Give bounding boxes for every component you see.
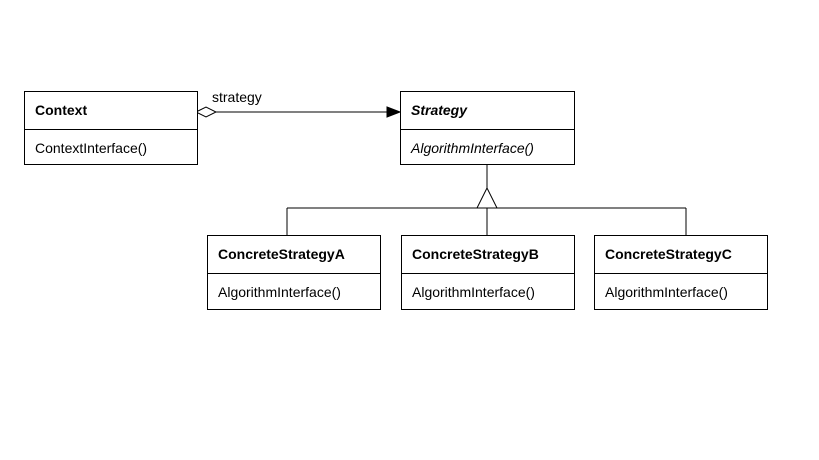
class-concrete-strategy-b-name: ConcreteStrategyB <box>402 236 574 274</box>
class-context-operation: ContextInterface() <box>35 140 148 156</box>
association-arrowhead <box>386 106 402 118</box>
class-concrete-strategy-c-name: ConcreteStrategyC <box>595 236 767 274</box>
class-concrete-strategy-c: ConcreteStrategyC AlgorithmInterface() <box>594 235 768 310</box>
inheritance-triangle <box>476 186 498 209</box>
class-strategy: Strategy AlgorithmInterface() <box>400 91 575 165</box>
class-concrete-strategy-a: ConcreteStrategyA AlgorithmInterface() <box>207 235 381 310</box>
class-concrete-strategy-c-operation: AlgorithmInterface() <box>605 284 728 300</box>
aggregation-diamond <box>194 106 218 118</box>
class-concrete-strategy-b: ConcreteStrategyB AlgorithmInterface() <box>401 235 575 310</box>
class-context-name: Context <box>25 92 197 130</box>
class-concrete-strategy-b-operation: AlgorithmInterface() <box>412 284 535 300</box>
class-strategy-name: Strategy <box>401 92 574 130</box>
class-concrete-strategy-a-name: ConcreteStrategyA <box>208 236 380 274</box>
class-context: Context ContextInterface() <box>24 91 198 165</box>
class-concrete-strategy-a-operation: AlgorithmInterface() <box>218 284 341 300</box>
association-role-label: strategy <box>212 89 262 105</box>
class-strategy-operation: AlgorithmInterface() <box>411 140 534 156</box>
